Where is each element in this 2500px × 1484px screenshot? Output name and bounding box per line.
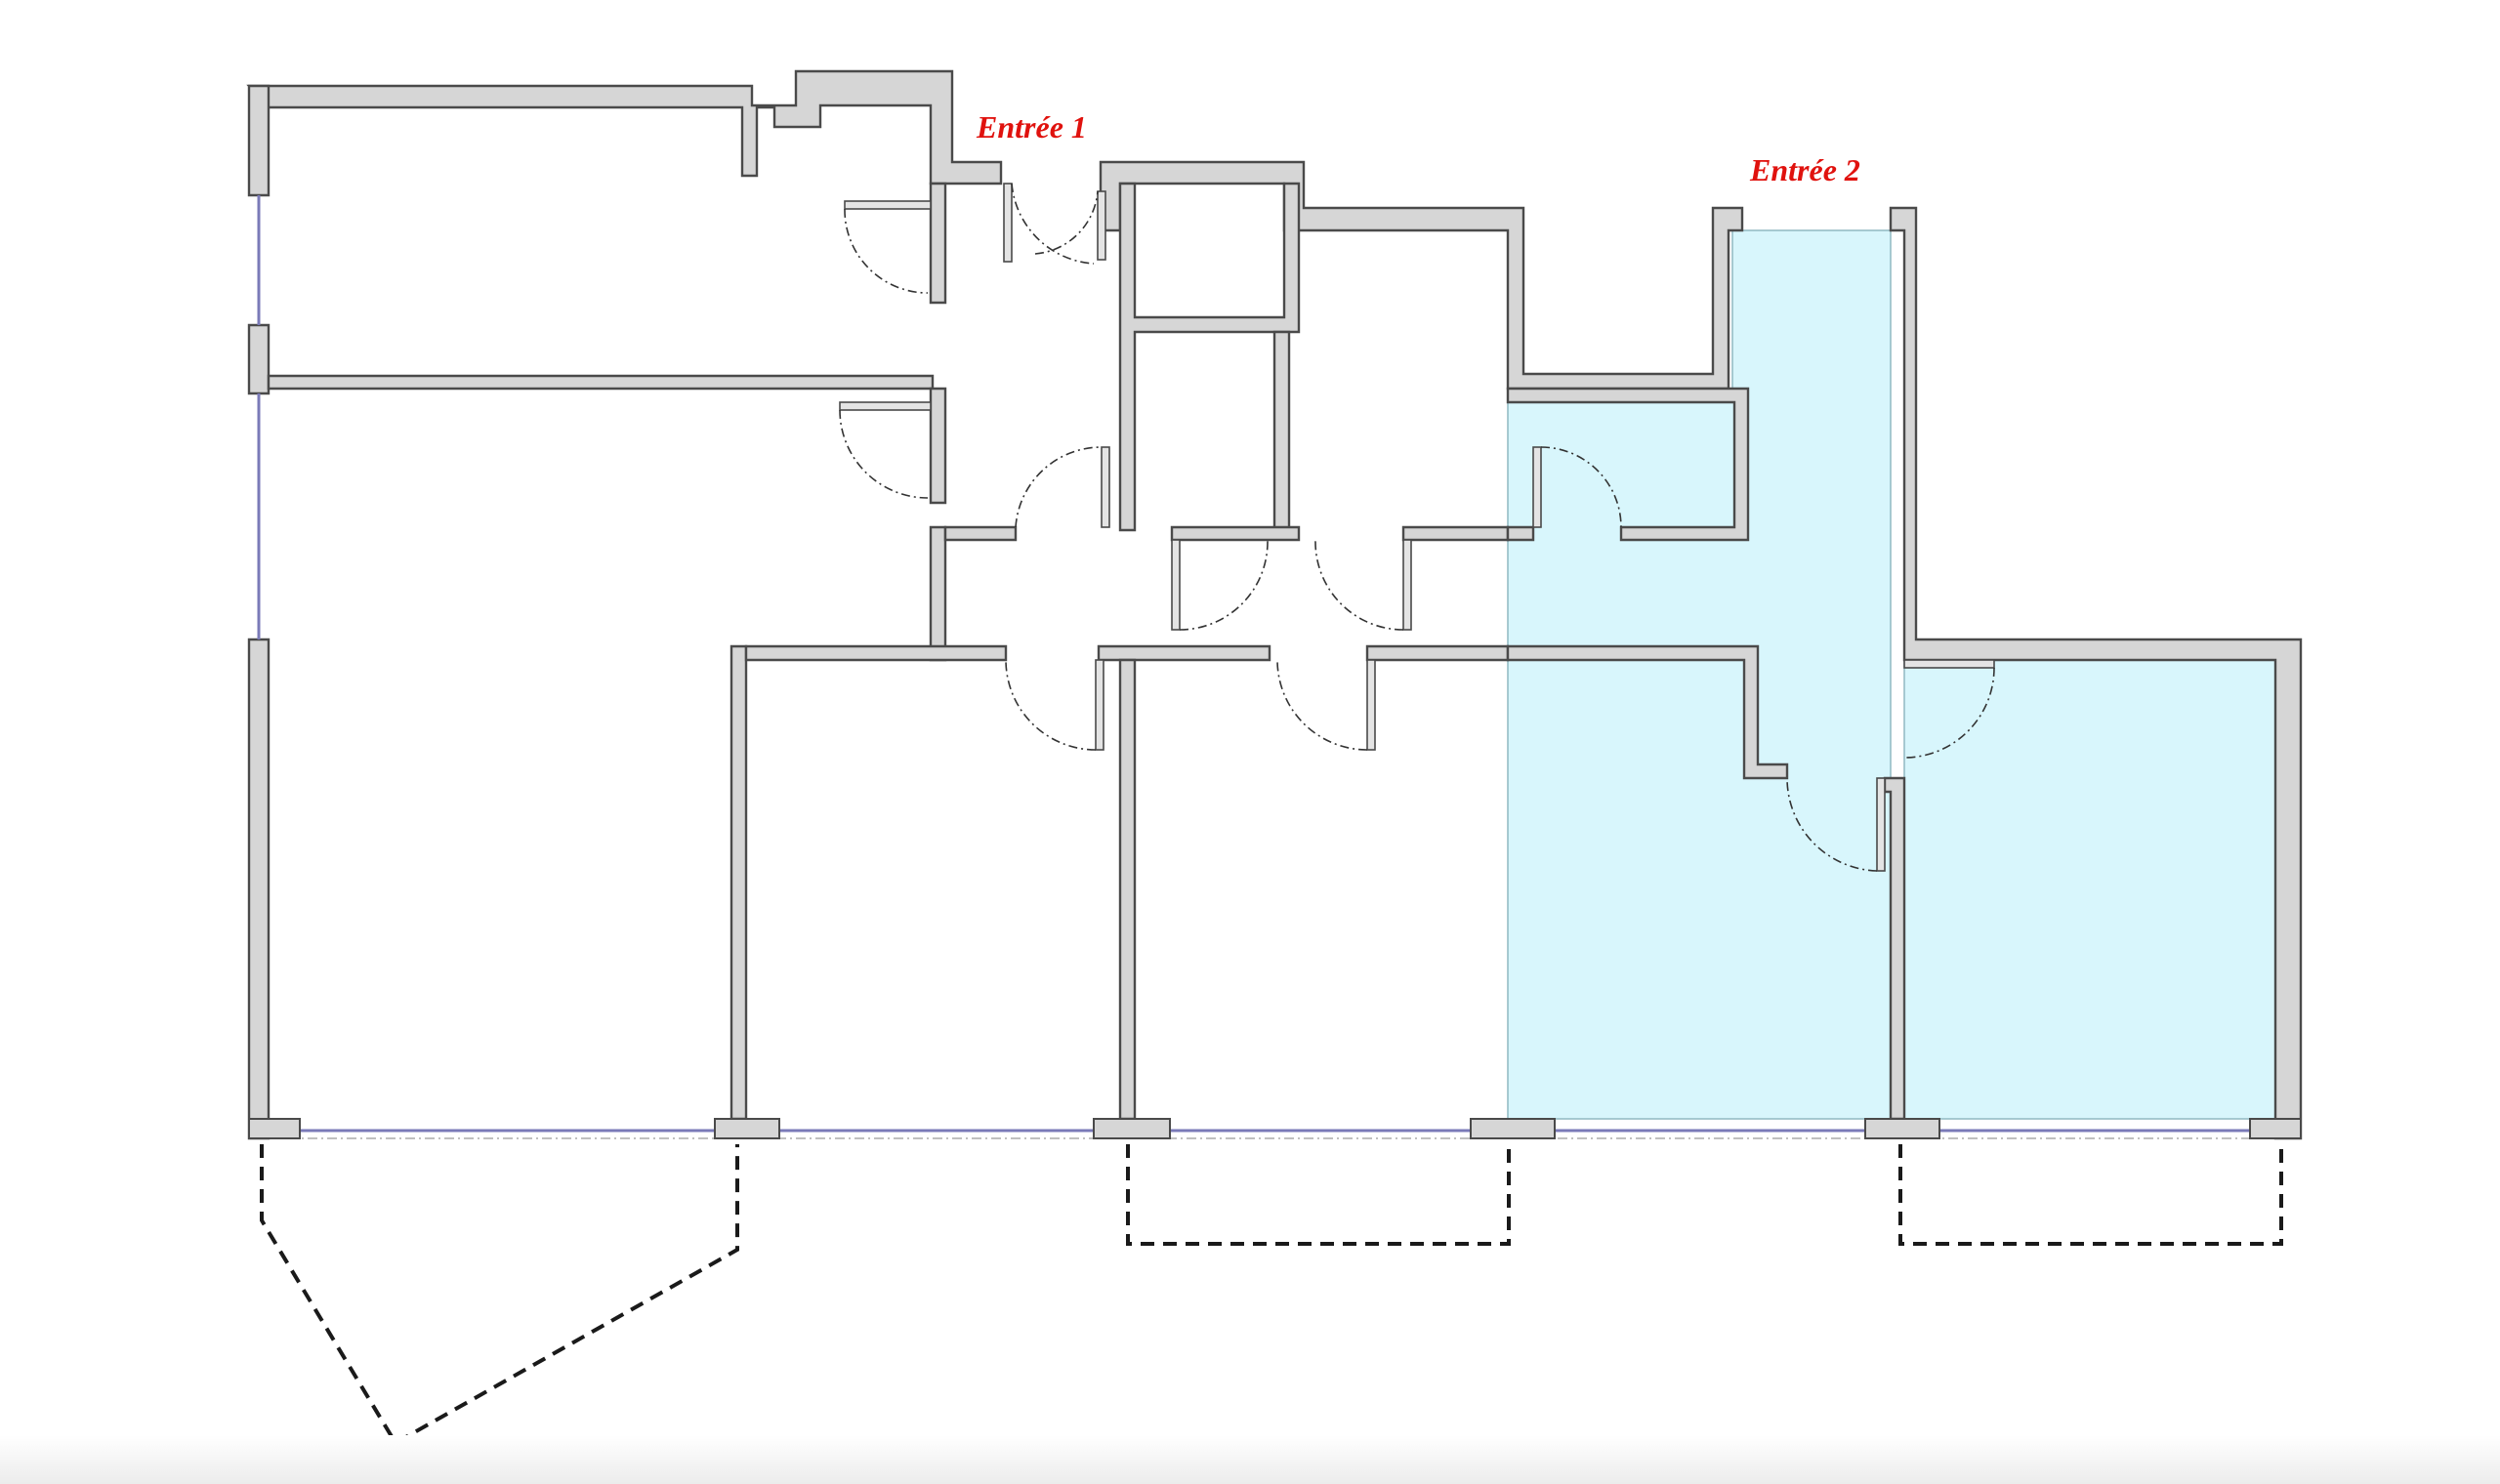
door-bathroom bbox=[1015, 446, 1110, 528]
wall-corridor-west-base bbox=[929, 525, 947, 662]
door-closet-2 bbox=[1314, 539, 1412, 631]
wall-bedroom3-top bbox=[1365, 644, 1510, 662]
door-closet-1 bbox=[1171, 539, 1269, 631]
wall-north-west-wing bbox=[246, 69, 1003, 186]
wall-bath-east bbox=[1272, 330, 1291, 532]
wall-bed2-bed3 bbox=[1118, 658, 1137, 1121]
door-blue-lower bbox=[1786, 777, 1886, 872]
doors bbox=[839, 183, 1995, 872]
door-bedroom-3 bbox=[1276, 659, 1376, 751]
wall-west-mid bbox=[247, 323, 271, 395]
wall-corridor-west-lower bbox=[929, 387, 947, 505]
wall-wc-block bbox=[1118, 182, 1301, 532]
door-kitchen bbox=[844, 200, 932, 294]
wall-corridor-south bbox=[943, 525, 1018, 542]
wall-west-low bbox=[247, 638, 271, 1140]
wall-corridor-mid bbox=[1170, 525, 1301, 542]
balcony-west bbox=[260, 1144, 739, 1446]
entree-2-label: Entrée 2 bbox=[1749, 152, 1860, 187]
wall-bedroom2-top-b bbox=[1097, 644, 1271, 662]
door-bedroom-2 bbox=[1005, 659, 1104, 751]
highlighted-zone bbox=[1507, 229, 2276, 1120]
facade-south bbox=[248, 1118, 2302, 1139]
highlighted-zone-right-room bbox=[1903, 659, 2276, 1120]
door-wc bbox=[1034, 190, 1106, 261]
wall-living-east bbox=[729, 644, 748, 1121]
door-blue-right-room bbox=[1903, 659, 1995, 759]
wall-blue-stub bbox=[1506, 525, 1535, 542]
balcony-east bbox=[1898, 1144, 2283, 1246]
balconies bbox=[260, 1144, 2283, 1446]
door-blue-upper bbox=[1532, 446, 1622, 528]
wall-corridor-mid-b bbox=[1401, 525, 1510, 542]
wall-north-centre bbox=[1099, 160, 1744, 391]
pier-6 bbox=[2249, 1118, 2302, 1139]
interior-walls bbox=[267, 182, 1906, 1121]
door-entree-1 bbox=[1003, 183, 1095, 265]
pier-5 bbox=[1864, 1118, 1940, 1139]
pier-3 bbox=[1093, 1118, 1171, 1139]
entree-1-label: Entrée 1 bbox=[976, 109, 1087, 144]
highlighted-zone-area bbox=[1507, 229, 1892, 1120]
pier-4 bbox=[1470, 1118, 1556, 1139]
wall-bedroom2-top bbox=[744, 644, 1008, 662]
balcony-centre bbox=[1126, 1144, 1511, 1246]
pier-2 bbox=[714, 1118, 780, 1139]
wall-west bbox=[247, 84, 271, 197]
wall-corridor-west bbox=[929, 182, 947, 305]
wall-living-top bbox=[267, 374, 935, 391]
door-living bbox=[839, 401, 932, 499]
bottom-fade bbox=[0, 1435, 2500, 1484]
pier-1 bbox=[248, 1118, 301, 1139]
